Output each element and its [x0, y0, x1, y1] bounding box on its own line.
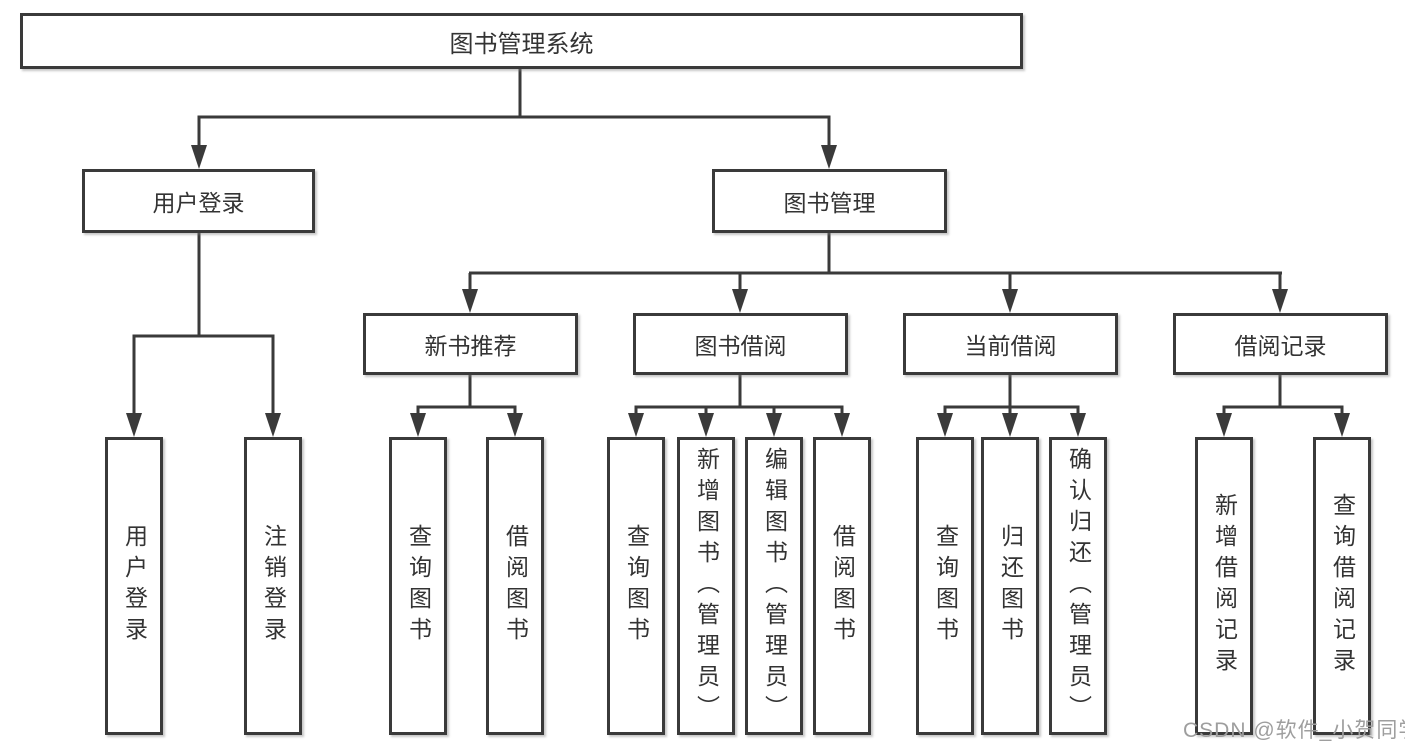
leaf-label: 新增借阅记录 [1211, 493, 1238, 679]
leaf-label: 查询图书 [405, 524, 432, 648]
connector-root-to-level2 [191, 69, 837, 169]
node-book-borrowing: 图书借阅 [633, 313, 848, 375]
leaf-borrow-books: 借阅图书 [813, 437, 871, 735]
connector-new-book-recommendation-to-leaves [410, 375, 523, 437]
leaf-label: 借阅图书 [502, 524, 529, 648]
leaf-label: 借阅图书 [829, 524, 856, 648]
leaf-query-books-recommend: 查询图书 [389, 437, 447, 735]
leaf-label: 用户登录 [121, 524, 148, 648]
leaf-label: 查询借阅记录 [1329, 493, 1356, 679]
node-book-management: 图书管理 [712, 169, 947, 233]
node-library-management-system: 图书管理系统 [20, 13, 1023, 69]
leaf-label: 查询图书 [623, 524, 650, 648]
leaf-label: 注销登录 [260, 524, 287, 648]
leaf-label: 归还图书 [997, 524, 1024, 648]
leaf-query-books-current: 查询图书 [916, 437, 974, 735]
leaf-query-borrow-record: 查询借阅记录 [1313, 437, 1371, 735]
node-user-login: 用户登录 [82, 169, 315, 233]
node-label: 借阅记录 [1234, 333, 1327, 359]
leaf-label: 查询图书 [932, 524, 959, 648]
connector-book-management-to-groups [462, 233, 1288, 313]
node-new-book-recommendation: 新书推荐 [363, 313, 578, 375]
leaf-add-book-admin: 新增图书（管理员） [677, 437, 735, 735]
node-label: 图书借阅 [694, 333, 787, 359]
leaf-logout: 注销登录 [244, 437, 302, 735]
node-label: 图书管理 [783, 190, 876, 216]
leaf-return-book: 归还图书 [981, 437, 1039, 735]
leaf-label: 新增图书（管理员） [693, 446, 720, 726]
node-label: 用户登录 [152, 190, 245, 216]
node-label: 图书管理系统 [449, 30, 594, 58]
node-label: 新书推荐 [424, 333, 517, 359]
leaf-confirm-return-admin: 确认归还（管理员） [1049, 437, 1107, 735]
connector-borrowing-records-to-leaves [1216, 375, 1350, 437]
connector-book-borrowing-to-leaves [628, 375, 850, 437]
connector-user-login-to-leaves [126, 233, 281, 437]
node-current-borrowing: 当前借阅 [903, 313, 1118, 375]
leaf-add-borrow-record: 新增借阅记录 [1195, 437, 1253, 735]
leaf-label: 确认归还（管理员） [1065, 446, 1092, 726]
leaf-user-login: 用户登录 [105, 437, 163, 735]
connector-current-borrowing-to-leaves [937, 375, 1086, 437]
leaf-query-books-borrowing: 查询图书 [607, 437, 665, 735]
leaf-label: 编辑图书（管理员） [761, 446, 788, 726]
node-label: 当前借阅 [964, 333, 1057, 359]
leaf-borrow-books-recommend: 借阅图书 [486, 437, 544, 735]
csdn-watermark: CSDN @软件_小贺同学 [1183, 719, 1405, 742]
leaf-edit-book-admin: 编辑图书（管理员） [745, 437, 803, 735]
node-borrowing-records: 借阅记录 [1173, 313, 1388, 375]
